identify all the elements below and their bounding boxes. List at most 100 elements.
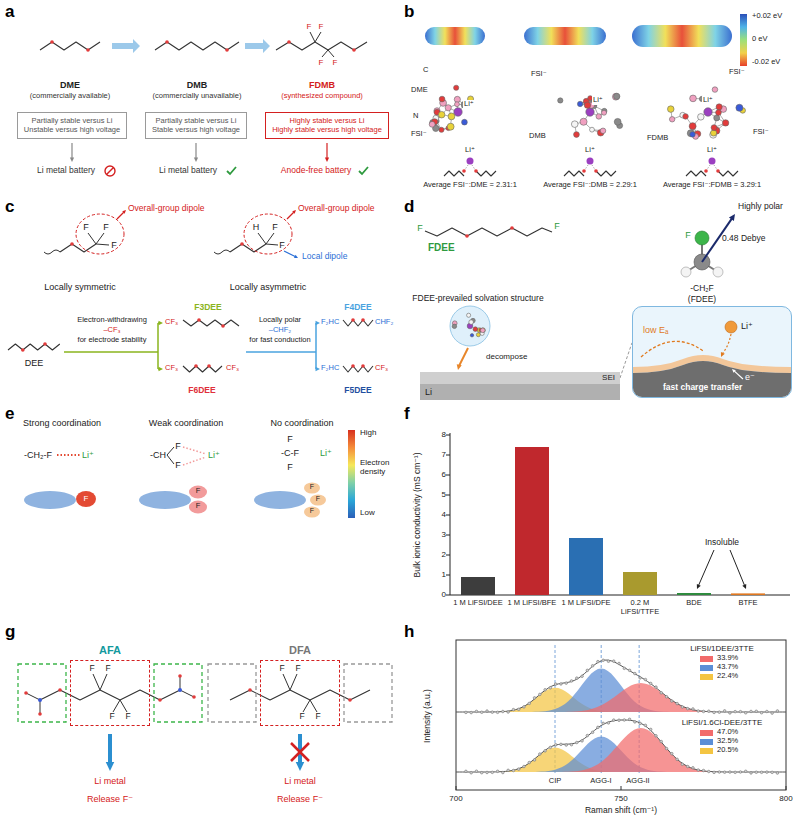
data-point (644, 678, 647, 681)
data-point (639, 677, 642, 680)
zoom-text: low Eₐ (643, 325, 668, 335)
annotation-label: FDEE-prevailed solvation structure (412, 294, 543, 304)
data-point (565, 744, 568, 747)
lobe-shape (304, 507, 320, 518)
molecule-name: DFA (289, 644, 311, 656)
annotation-label: F (554, 221, 560, 231)
atom-ball (711, 125, 717, 131)
atom-ball (480, 328, 485, 333)
data-point (671, 700, 674, 703)
annotation-label: Local dipole (302, 252, 347, 262)
annotation-label: Overall-group dipole (128, 204, 205, 214)
annotation-label: CIP (549, 777, 562, 786)
data-point (681, 706, 684, 709)
bond-line (446, 455, 450, 456)
annotation-label: Li metal battery (37, 166, 95, 176)
bond-line (734, 371, 743, 379)
arrow-head (721, 352, 725, 357)
atom-ball (736, 104, 743, 111)
annotation-label: F (287, 434, 293, 444)
arrow-head (457, 364, 462, 370)
data-point (486, 710, 489, 713)
bond-line (446, 475, 450, 476)
bond-line (290, 674, 297, 690)
legend-text: 22.4% (717, 672, 738, 681)
bond-line (26, 693, 40, 700)
data-point (554, 683, 557, 686)
annotation-label: F6DEE (188, 386, 215, 396)
decompose-arrow (459, 348, 468, 366)
bar (623, 572, 657, 595)
data-point (692, 708, 695, 711)
annotation-label: CHF₂ (375, 318, 393, 327)
annotation-label: AGG-I (590, 777, 611, 786)
annotation-label: 6 (442, 470, 446, 479)
annotation-label: F (316, 495, 320, 503)
annotation-label: F (310, 483, 314, 491)
bond-line (326, 143, 327, 158)
bond-line (108, 734, 112, 763)
atom-ball (722, 120, 728, 126)
annotation-label: Locally polar (259, 316, 301, 325)
annotation-label: -CH₂-F (24, 450, 52, 460)
annotation-label: Electron density (360, 458, 398, 476)
molecule-skeleton (425, 228, 552, 236)
molecule-skeleton (596, 171, 616, 176)
oxygen-dot (361, 318, 365, 322)
oxygen-dot (158, 698, 162, 702)
data-point (618, 662, 621, 665)
data-point (660, 740, 663, 743)
oxygen-dot (351, 364, 355, 368)
data-point (539, 693, 542, 696)
data-point (739, 710, 742, 713)
bond-line (96, 244, 109, 245)
bond-line (291, 743, 309, 761)
zoom-text: e⁻ (745, 372, 755, 382)
annotation-label: AGG-II (626, 777, 649, 786)
box-text: Stable versus high voltage (152, 125, 240, 134)
annotation-label: F₂HC (321, 364, 339, 373)
annotation-label: 750 (614, 794, 627, 803)
data-point (665, 695, 668, 698)
annotation-label: F (685, 230, 691, 240)
atom-ball (714, 115, 720, 121)
peak-fill (456, 728, 786, 772)
lithium-surface (633, 361, 791, 397)
annotation-label: F₂HC (321, 318, 339, 327)
lobe-shape (254, 491, 306, 509)
oxygen-dot (462, 169, 466, 173)
annotation-label: C (422, 66, 429, 75)
box-text: Highly stable versus Li (272, 116, 382, 125)
annotation-label: Average FSI⁻:DME = 2.31:1 (423, 181, 517, 190)
data-point (607, 660, 610, 663)
atom-ball (454, 85, 459, 90)
data-point (523, 706, 526, 709)
annotation-label: F (279, 664, 284, 674)
atom-ball (711, 130, 717, 136)
annotation-label: F (111, 240, 117, 250)
legend-text: 20.5% (717, 746, 738, 755)
panel-letter: d (404, 197, 414, 217)
annotation-label: (FDEE) (688, 295, 716, 305)
molecule-skeleton (564, 171, 584, 176)
annotation-label: FDMB (646, 134, 669, 143)
esp-map (524, 27, 606, 45)
lithium-ball (467, 158, 474, 165)
data-point (491, 711, 494, 714)
arrow-head (292, 210, 296, 214)
bond-line (158, 322, 160, 324)
oxygen-dot (43, 342, 47, 346)
data-point (607, 722, 610, 725)
data-point (544, 750, 547, 753)
oxygen-dot (38, 712, 42, 716)
atom-ball (712, 87, 718, 93)
data-point (686, 707, 689, 710)
annotation-label: –CF₃ (103, 326, 120, 335)
arrow-head (106, 762, 115, 771)
prohibit-icon (105, 166, 115, 176)
annotation-label: -CH₂F (690, 284, 714, 294)
atom-ball (602, 110, 607, 115)
data-point (707, 770, 710, 773)
atom-ball (467, 313, 471, 317)
annotation-label: 5 (442, 490, 446, 499)
